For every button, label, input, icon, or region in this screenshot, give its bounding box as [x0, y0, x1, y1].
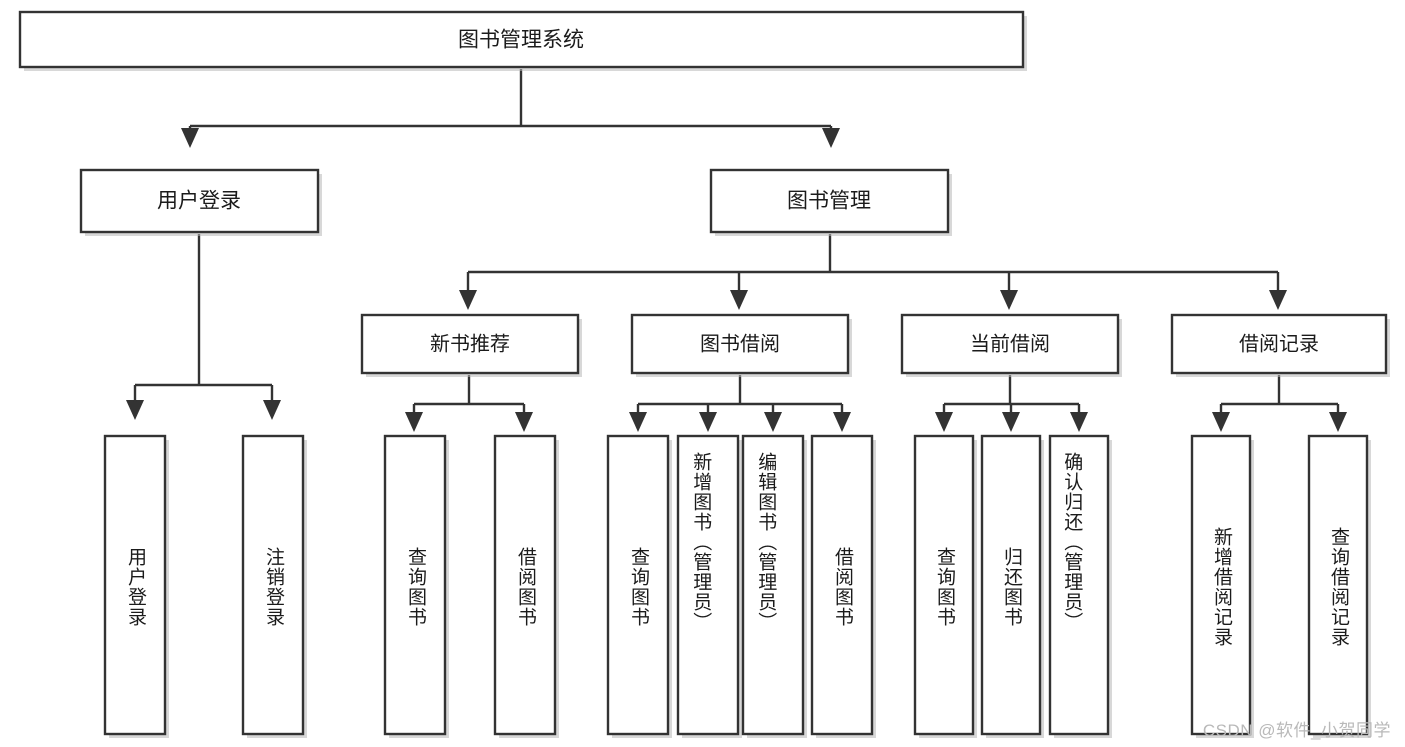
leaf-logout-login-box[interactable] [241, 434, 305, 736]
leaf-query-book-1-label: 查询图书 [405, 547, 427, 627]
node-borrow-record[interactable]: 借阅记录 [1170, 313, 1390, 377]
leaf-add-record-box[interactable] [1190, 434, 1252, 736]
leaf-query-record-box[interactable] [1307, 434, 1369, 736]
cb-label: 当前借阅 [970, 332, 1050, 355]
leaf-confirm-return-box[interactable] [1048, 434, 1110, 736]
leaf-query-book-3-box[interactable] [913, 434, 975, 736]
leaf-logout-login-label: 注销登录 [263, 547, 285, 627]
node-user-login[interactable]: 用户登录 [79, 168, 322, 236]
node-leaf-borrow-book-1[interactable]: 借阅图书 [493, 434, 559, 738]
leaf-confirm-return-label: 确认归还（管理员） [1061, 452, 1083, 632]
book-manage-label: 图书管理 [787, 190, 871, 213]
leaf-borrow-book-1-box[interactable] [493, 434, 557, 736]
arrow-to-leaf-return-book [1002, 412, 1020, 432]
arrow-to-leaf-query-book-3 [935, 412, 953, 432]
leaf-borrow-book-1-label: 借阅图书 [515, 547, 537, 627]
arrow-to-user-login [181, 128, 199, 148]
book-manage-box[interactable] [709, 168, 950, 234]
node-leaf-add-book[interactable]: 新增图书（管理员） [676, 434, 742, 738]
node-new-book-recommend[interactable]: 新书推荐 [360, 313, 582, 377]
node-book-borrow[interactable]: 图书借阅 [630, 313, 852, 377]
leaf-query-record-label: 查询借阅记录 [1328, 527, 1350, 647]
leaf-add-book-label: 新增图书（管理员） [690, 452, 712, 632]
user-login-label: 用户登录 [157, 190, 241, 213]
leaf-query-book-2-label: 查询图书 [628, 547, 650, 627]
leaf-borrow-book-2-label: 借阅图书 [832, 547, 854, 627]
leaf-user-login-box[interactable] [103, 434, 167, 736]
arrow-to-leaf-borrow-book-1 [515, 412, 533, 432]
cb-box[interactable] [900, 313, 1120, 375]
arrow-to-leaf-user-login [126, 400, 144, 420]
node-root[interactable]: 图书管理系统 [18, 10, 1027, 71]
arrow-to-leaf-add-record [1212, 412, 1230, 432]
leaf-edit-book-box[interactable] [741, 434, 805, 736]
node-leaf-query-book-2[interactable]: 查询图书 [606, 434, 672, 738]
node-leaf-edit-book[interactable]: 编辑图书（管理员） [741, 434, 807, 738]
leaf-add-record-label: 新增借阅记录 [1211, 527, 1233, 647]
arrow-to-leaf-confirm-return [1070, 412, 1088, 432]
br-box[interactable] [1170, 313, 1388, 375]
arrow-to-leaf-query-record [1329, 412, 1347, 432]
leaf-query-book-2-box[interactable] [606, 434, 670, 736]
node-leaf-return-book[interactable]: 归还图书 [980, 434, 1044, 738]
arrow-to-new-book-recommend [459, 290, 477, 310]
leaf-add-book-box[interactable] [676, 434, 740, 736]
node-book-manage[interactable]: 图书管理 [709, 168, 952, 236]
nbr-label: 新书推荐 [430, 332, 510, 355]
root-box[interactable] [18, 10, 1025, 69]
arrow-to-borrow-record [1269, 290, 1287, 310]
leaf-query-book-3-label: 查询图书 [934, 547, 956, 627]
leaf-edit-book-label: 编辑图书（管理员） [755, 452, 777, 632]
arrow-to-leaf-query-book-2 [629, 412, 647, 432]
leaf-user-login-label: 用户登录 [125, 547, 147, 627]
arrow-to-leaf-borrow-book-2 [833, 412, 851, 432]
bb-label: 图书借阅 [700, 332, 780, 355]
node-leaf-confirm-return[interactable]: 确认归还（管理员） [1048, 434, 1112, 738]
node-current-borrow[interactable]: 当前借阅 [900, 313, 1122, 377]
leaf-return-book-label: 归还图书 [1001, 547, 1023, 627]
node-leaf-user-login[interactable]: 用户登录 [103, 434, 169, 738]
node-leaf-borrow-book-2[interactable]: 借阅图书 [810, 434, 876, 738]
nbr-box[interactable] [360, 313, 580, 375]
edge-layer [126, 69, 1347, 432]
arrow-to-leaf-query-book-1 [405, 412, 423, 432]
arrow-to-leaf-edit-book [764, 412, 782, 432]
arrow-to-leaf-logout-login [263, 400, 281, 420]
leaf-query-book-1-box[interactable] [383, 434, 447, 736]
arrow-to-leaf-add-book [699, 412, 717, 432]
leaf-borrow-book-2-box[interactable] [810, 434, 874, 736]
node-leaf-logout-login[interactable]: 注销登录 [241, 434, 307, 738]
user-login-box[interactable] [79, 168, 320, 234]
leaf-return-book-box[interactable] [980, 434, 1042, 736]
node-leaf-query-book-3[interactable]: 查询图书 [913, 434, 977, 738]
arrow-to-book-manage [822, 128, 840, 148]
root-label: 图书管理系统 [458, 29, 584, 52]
br-label: 借阅记录 [1239, 332, 1319, 355]
node-leaf-add-record[interactable]: 新增借阅记录 [1190, 434, 1254, 738]
node-leaf-query-book-1[interactable]: 查询图书 [383, 434, 449, 738]
bb-box[interactable] [630, 313, 850, 375]
node-leaf-query-record[interactable]: 查询借阅记录 [1307, 434, 1371, 738]
arrow-to-current-borrow [1000, 290, 1018, 310]
arrow-to-book-borrow [730, 290, 748, 310]
csdn-watermark: CSDN @软件_小贺同学 [1202, 721, 1391, 740]
